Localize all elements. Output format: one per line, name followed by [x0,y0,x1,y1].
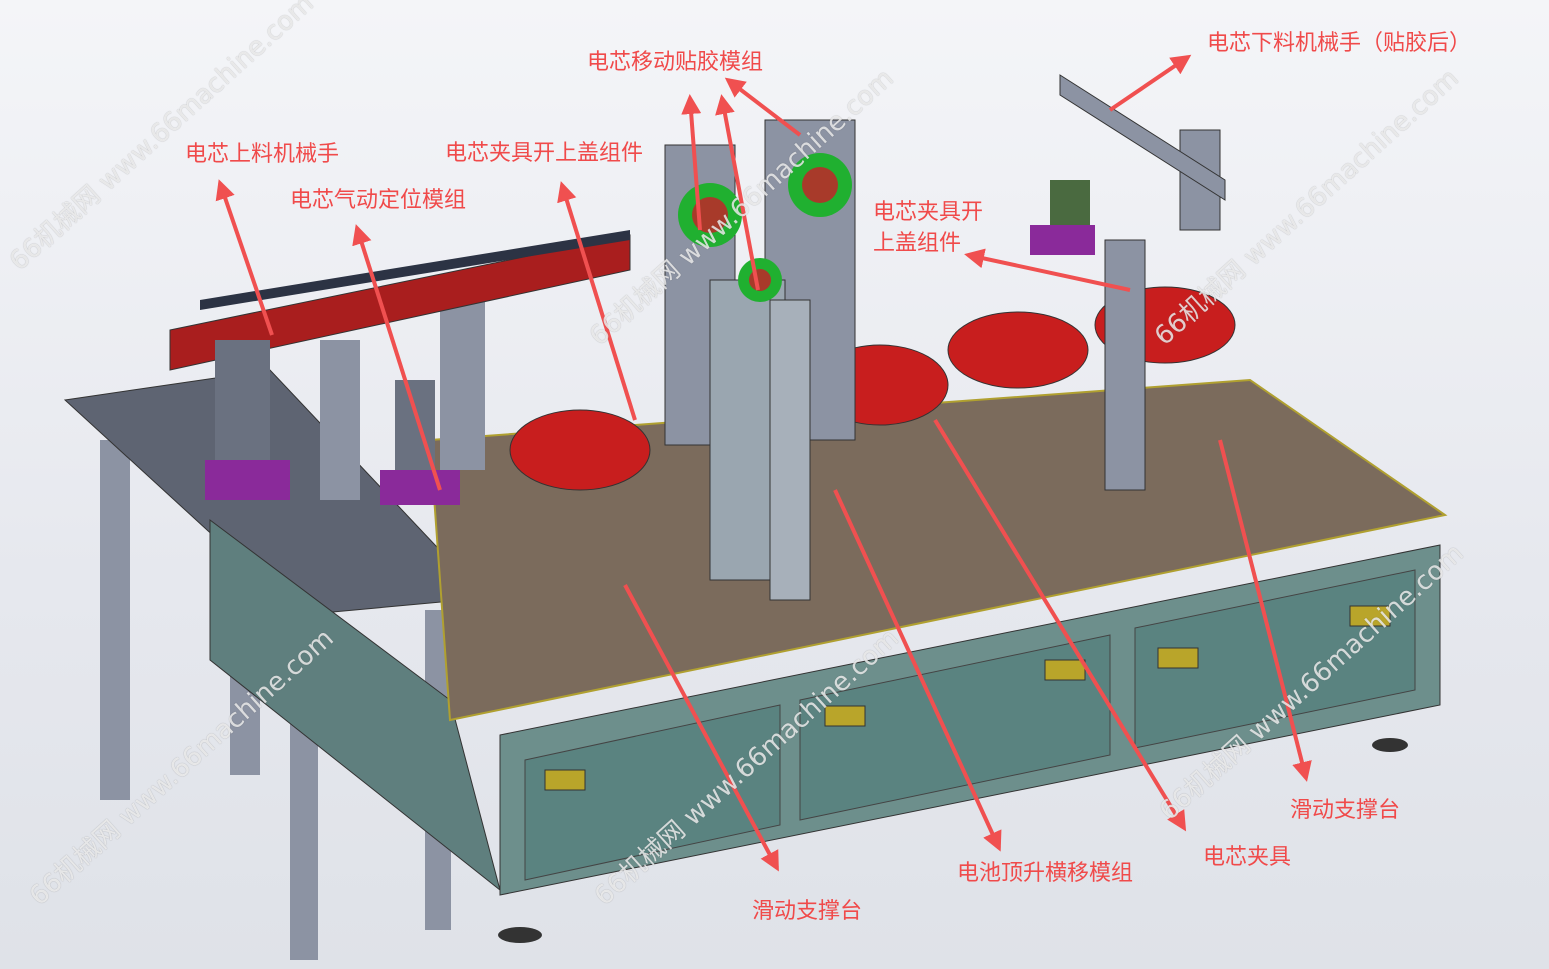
label-lid-open-left: 电芯夹具开上盖组件 [445,141,644,166]
annotation-arrows [215,54,1312,872]
arrow-tape-3 [724,77,802,137]
tape-module [664,119,856,601]
arrow-tape-2 [715,94,760,291]
arrow-lid-open-left [557,181,637,421]
label-fixture: 电芯夹具 [1203,845,1292,870]
arrow-unload-robot [1108,54,1192,112]
arrow-slide-support-right [1218,439,1312,782]
label-lid-open-right-2: 上盖组件 [873,231,962,256]
unloading-robot [1030,74,1226,491]
arrow-lid-open-right [964,248,1131,292]
label-unload-robot: 电芯下料机械手（贴胶后） [1207,31,1472,56]
arrow-tape-1 [681,94,702,231]
arrow-lift-traverse [833,489,1002,852]
label-slide-support-bottom: 滑动支撑台 [752,899,863,924]
arrow-pneumatic-locate [352,224,442,491]
label-lid-open-right-1: 电芯夹具开 [873,200,984,225]
label-lift-traverse: 电池顶升横移模组 [957,861,1134,886]
label-load-robot: 电芯上料机械手 [185,142,340,167]
label-slide-support-right: 滑动支撑台 [1290,798,1401,823]
arrow-slide-support-bottom [623,584,779,872]
label-tape-module: 电芯移动贴胶模组 [587,50,764,75]
loading-gantry [169,230,631,505]
label-pneumatic-locate: 电芯气动定位模组 [290,188,467,213]
arrow-fixture [933,418,1187,832]
arrow-load-robot [215,179,274,336]
